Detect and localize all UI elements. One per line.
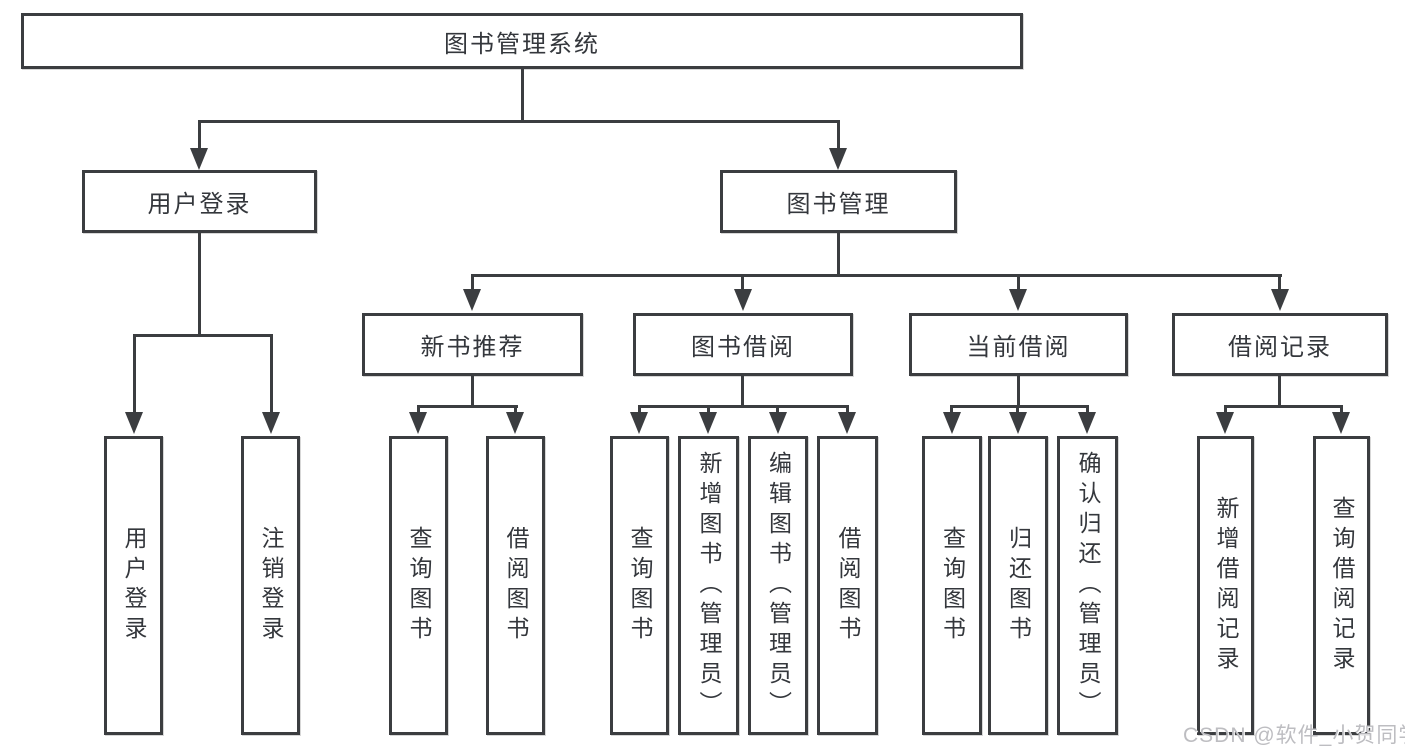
connector-line — [417, 405, 420, 415]
arrow-down-icon — [1009, 412, 1027, 434]
node-book-borrow: 图书借阅 — [633, 313, 853, 376]
connector-line — [417, 405, 518, 408]
connector-line — [1278, 274, 1281, 292]
connector-line — [198, 120, 201, 150]
connector-line — [270, 334, 273, 414]
node-label: 查询借阅记录 — [1329, 495, 1355, 676]
node-label: 借阅图书 — [503, 525, 529, 646]
node-label: 当前借阅 — [966, 334, 1071, 361]
connector-line — [950, 405, 1089, 408]
node-label: 确认归还（管理员） — [1075, 450, 1101, 721]
connector-line — [776, 405, 779, 415]
connector-line — [1278, 376, 1281, 408]
connector-line — [1224, 405, 1227, 415]
node-label: 新增借阅记录 — [1213, 495, 1239, 676]
arrow-down-icon — [1271, 289, 1289, 311]
connector-line — [198, 233, 201, 337]
node-label: 新增图书（管理员） — [696, 450, 722, 721]
arrow-down-icon — [463, 289, 481, 311]
arrow-down-icon — [409, 412, 427, 434]
connector-line — [471, 274, 1282, 277]
connector-line — [1017, 274, 1020, 292]
arrow-down-icon — [506, 412, 524, 434]
arrow-down-icon — [829, 148, 847, 170]
node-label: 借阅图书 — [835, 525, 861, 646]
arrow-down-icon — [943, 412, 961, 434]
connector-line — [741, 376, 744, 408]
connector-line — [837, 120, 840, 150]
watermark-text: CSDN @软件_小贺同学 — [1183, 724, 1405, 747]
arrow-down-icon — [630, 412, 648, 434]
leaf-borrow-books-2: 借阅图书 — [817, 436, 878, 735]
arrow-down-icon — [1216, 412, 1234, 434]
node-root: 图书管理系统 — [21, 13, 1023, 69]
arrow-down-icon — [838, 412, 856, 434]
node-label: 查询图书 — [406, 525, 432, 646]
arrow-down-icon — [1332, 412, 1350, 434]
leaf-query-books-1: 查询图书 — [389, 436, 448, 735]
leaf-query-books-2: 查询图书 — [610, 436, 669, 735]
leaf-edit-book-admin: 编辑图书（管理员） — [748, 436, 808, 735]
node-borrow-records: 借阅记录 — [1172, 313, 1388, 376]
connector-line — [471, 274, 474, 292]
arrow-down-icon — [190, 148, 208, 170]
node-book-management: 图书管理 — [720, 170, 957, 233]
leaf-query-borrow-record: 查询借阅记录 — [1313, 436, 1370, 735]
node-label: 借阅记录 — [1228, 334, 1332, 361]
node-label: 新书推荐 — [420, 334, 525, 361]
arrow-down-icon — [699, 412, 717, 434]
leaf-borrow-books-1: 借阅图书 — [486, 436, 545, 735]
connector-line — [837, 233, 840, 277]
arrow-down-icon — [769, 412, 787, 434]
node-label: 归还图书 — [1005, 525, 1032, 646]
connector-line — [950, 405, 953, 415]
connector-line — [1016, 405, 1019, 415]
leaf-confirm-return-admin: 确认归还（管理员） — [1057, 436, 1118, 735]
leaf-query-books-3: 查询图书 — [922, 436, 982, 735]
connector-line — [638, 405, 641, 415]
leaf-add-borrow-record: 新增借阅记录 — [1197, 436, 1254, 735]
connector-line — [707, 405, 710, 415]
node-label: 图书管理 — [786, 191, 891, 218]
arrow-down-icon — [1009, 289, 1027, 311]
connector-line — [1224, 405, 1343, 408]
leaf-return-book: 归还图书 — [988, 436, 1048, 735]
connector-line — [1086, 405, 1089, 415]
node-label: 查询图书 — [627, 525, 653, 646]
arrow-down-icon — [262, 412, 280, 434]
connector-line — [198, 120, 840, 123]
connector-line — [514, 405, 517, 415]
arrow-down-icon — [125, 412, 143, 434]
connector-line — [133, 334, 273, 337]
node-user-login: 用户登录 — [82, 170, 317, 233]
arrow-down-icon — [734, 289, 752, 311]
connector-line — [741, 274, 744, 292]
node-current-borrow: 当前借阅 — [909, 313, 1128, 376]
node-label: 编辑图书（管理员） — [765, 450, 792, 721]
node-label: 用户登录 — [147, 191, 252, 218]
node-label: 用户登录 — [121, 525, 147, 646]
leaf-logout: 注销登录 — [241, 436, 300, 735]
connector-line — [471, 376, 474, 408]
node-new-book-recommend: 新书推荐 — [362, 313, 583, 376]
connector-line — [638, 405, 849, 408]
node-label: 图书借阅 — [691, 334, 795, 361]
node-label: 图书管理系统 — [444, 30, 600, 58]
connector-line — [133, 334, 136, 414]
leaf-user-login: 用户登录 — [104, 436, 163, 735]
connector-line — [1017, 376, 1020, 408]
connector-line — [846, 405, 849, 415]
node-label: 注销登录 — [258, 525, 284, 646]
leaf-add-book-admin: 新增图书（管理员） — [678, 436, 739, 735]
arrow-down-icon — [1078, 412, 1096, 434]
connector-line — [521, 69, 524, 122]
connector-line — [1340, 405, 1343, 415]
node-label: 查询图书 — [939, 525, 966, 646]
